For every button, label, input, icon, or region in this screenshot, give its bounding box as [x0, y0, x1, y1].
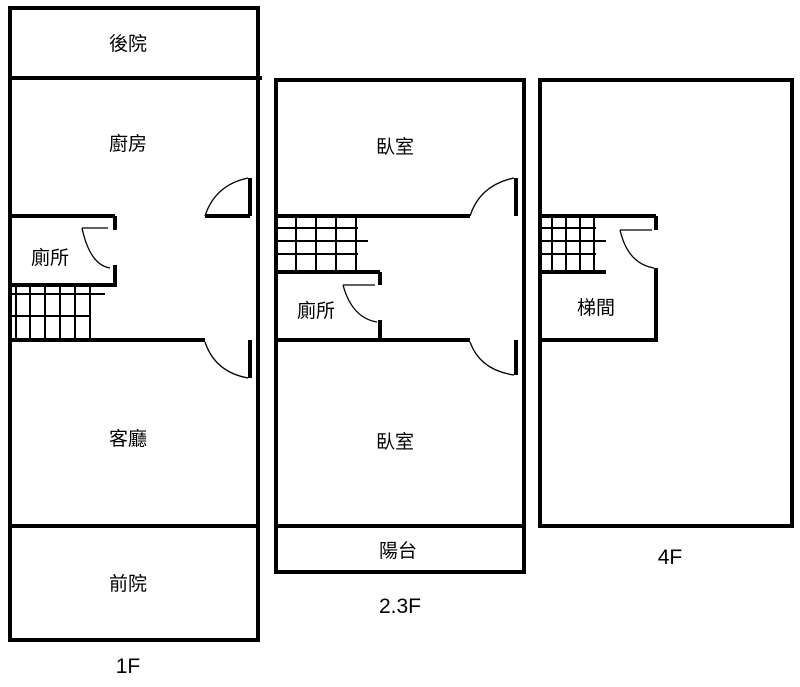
room-label-toilet-1f: 廁所: [31, 246, 69, 269]
floor-2-3-outer-wall: [274, 78, 526, 574]
floor-label-4f: 4F: [658, 546, 683, 569]
toilet-door-swing: [81, 227, 111, 269]
floor-1-plan: 後院 廚房 廁所 客廳 前院 1F: [8, 6, 262, 678]
floor-4-stairs: [540, 218, 606, 270]
floor-label-1f: 1F: [116, 655, 141, 678]
room-label-backyard: 後院: [109, 33, 147, 55]
stairwell-door-swing: [619, 229, 655, 269]
bedroom-bottom-door-swing: [469, 341, 515, 376]
room-label-toilet-23f: 廁所: [297, 299, 335, 322]
room-label-living-room: 客廳: [109, 428, 147, 450]
floor-2-3-plan: 臥室 廁所 臥室 陽台 2.3F: [274, 78, 526, 618]
floor-label-2-3f: 2.3F: [379, 595, 421, 618]
floor-2-3-stairs: [276, 218, 368, 270]
bedroom-top-door-swing: [469, 177, 515, 217]
kitchen-door-swing: [204, 177, 249, 217]
toilet-door-swing-23f: [342, 284, 378, 323]
room-label-bedroom-bottom: 臥室: [376, 431, 414, 453]
living-door-swing: [204, 341, 249, 379]
room-label-stairwell: 梯間: [577, 297, 615, 319]
room-label-kitchen: 廚房: [109, 132, 147, 155]
floor-4-outer-wall: [538, 78, 794, 528]
floor-1-stairs: [10, 286, 105, 338]
room-label-front-yard: 前院: [109, 573, 147, 595]
room-label-bedroom-top: 臥室: [376, 136, 414, 158]
room-label-balcony: 陽台: [379, 540, 417, 562]
floor-1-outer-wall: [8, 6, 260, 642]
floor-4-plan: 梯間 4F: [538, 78, 794, 569]
